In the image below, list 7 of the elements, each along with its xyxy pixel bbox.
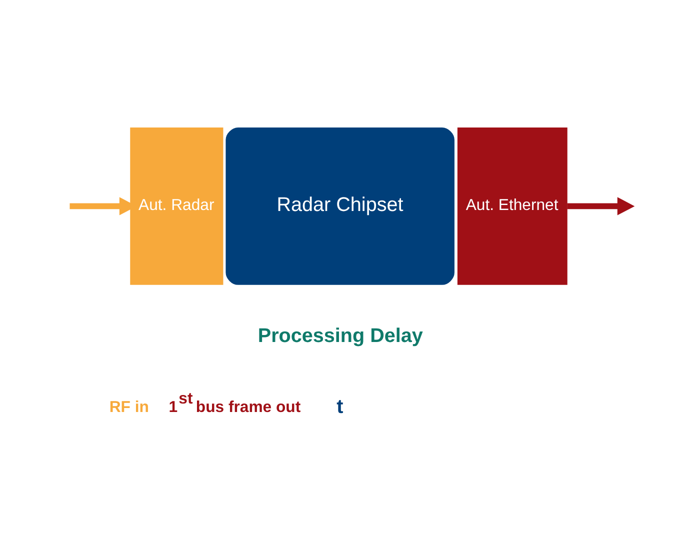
- node-box: Aut. Radar: [130, 126, 224, 284]
- label: t: [336, 396, 344, 418]
- label: Processing Delay: [258, 324, 423, 346]
- arrow: [567, 196, 635, 215]
- label: RF in: [109, 398, 149, 416]
- node-box: Radar Chipset: [226, 126, 454, 284]
- node-box: Aut. Ethernet: [457, 126, 568, 284]
